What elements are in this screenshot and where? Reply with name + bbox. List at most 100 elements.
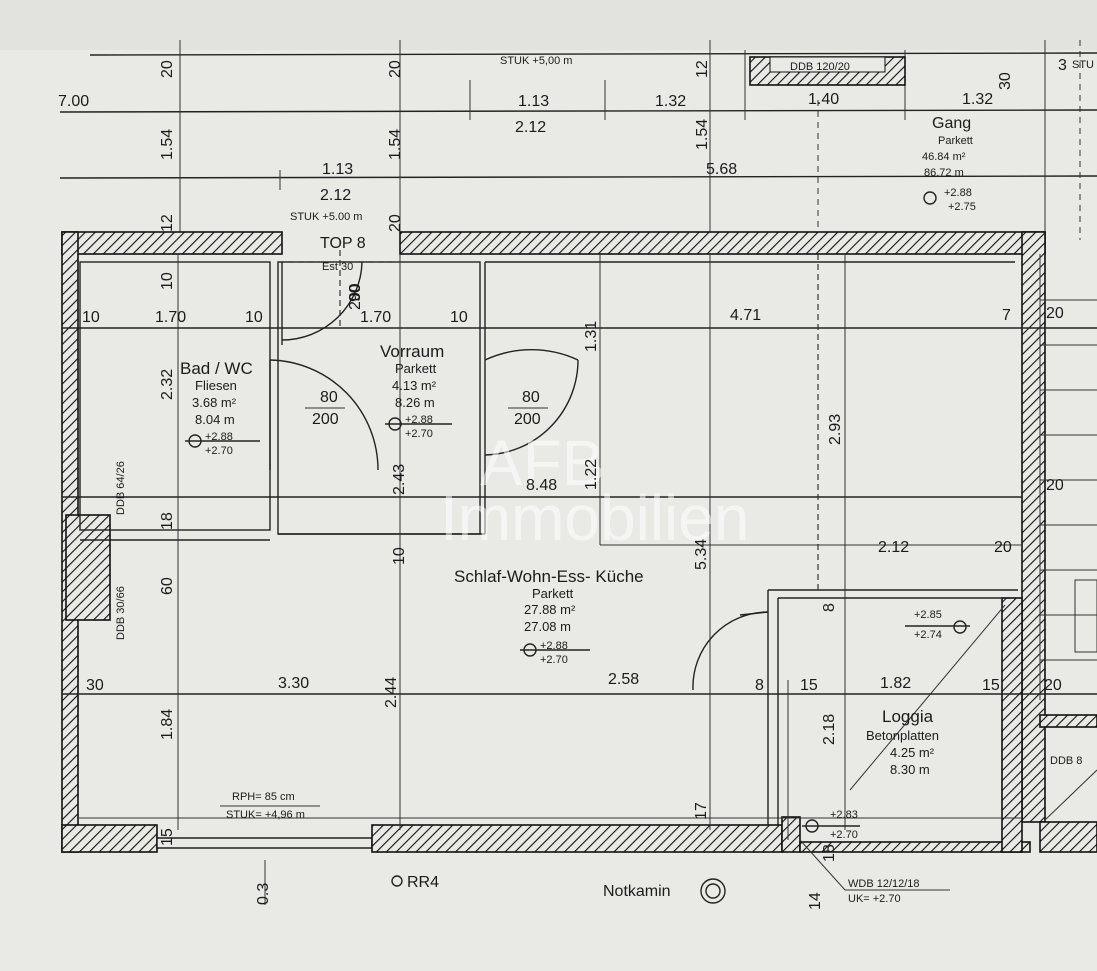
door-labels: 80 200 80 200 8.48 (305, 389, 557, 494)
svg-text:3.68 m²: 3.68 m² (192, 395, 237, 410)
svg-text:Betonplatten: Betonplatten (866, 728, 939, 743)
svg-text:+2.70: +2.70 (205, 445, 233, 457)
svg-text:17: 17 (693, 802, 710, 820)
svg-text:200: 200 (514, 411, 541, 428)
svg-text:20: 20 (159, 60, 176, 78)
svg-text:1.70: 1.70 (155, 309, 186, 326)
svg-text:2.12: 2.12 (515, 119, 546, 136)
svg-text:18: 18 (821, 844, 838, 862)
room-vorraum: Vorraum Parkett 4.13 m² 8.26 m +2.88 +2.… (380, 342, 452, 440)
svg-text:20: 20 (1046, 305, 1064, 322)
svg-text:20: 20 (387, 60, 404, 78)
svg-text:20: 20 (994, 539, 1012, 556)
room-main-living: Schlaf-Wohn-Ess- Küche Parkett 27.88 m² … (454, 567, 644, 666)
svg-text:+2.88: +2.88 (540, 640, 568, 652)
bottom-labels: RPH= 85 cm STUK= +4,96 m 15 RR4 Notkamin… (159, 791, 950, 910)
top-dimension-lines (59, 40, 1097, 240)
svg-text:90: 90 (347, 284, 364, 302)
svg-text:Parkett: Parkett (532, 586, 574, 601)
svg-text:Parkett: Parkett (938, 135, 973, 147)
svg-text:12: 12 (159, 214, 176, 232)
svg-text:+2.70: +2.70 (540, 654, 568, 666)
svg-text:10: 10 (450, 309, 468, 326)
svg-text:UK= +2.70: UK= +2.70 (848, 893, 901, 905)
svg-text:+2.74: +2.74 (914, 629, 942, 641)
svg-text:7: 7 (1002, 307, 1011, 324)
svg-text:DDB 30/66: DDB 30/66 (115, 586, 127, 640)
svg-text:STU: STU (1072, 59, 1094, 71)
svg-text:15: 15 (982, 677, 1000, 694)
room-bad-wc: Bad / WC Fliesen 3.68 m² 8.04 m +2.88 +2… (180, 359, 260, 457)
interior-dimension-lines (62, 240, 1097, 905)
svg-text:4.13 m²: 4.13 m² (392, 378, 437, 393)
svg-text:DDB 64/26: DDB 64/26 (115, 461, 127, 515)
svg-text:Loggia: Loggia (882, 707, 934, 726)
svg-text:Vorraum: Vorraum (380, 342, 444, 361)
svg-text:WDB 12/12/18: WDB 12/12/18 (848, 878, 920, 890)
svg-text:0.3: 0.3 (255, 883, 272, 905)
svg-text:1.22: 1.22 (583, 459, 600, 490)
svg-text:10: 10 (159, 272, 176, 290)
svg-text:RPH= 85 cm: RPH= 85 cm (232, 791, 295, 803)
interior-dimension-labels: 10 1.70 10 1.70 10 4.71 7 20 10 90 200 1… (82, 272, 1064, 820)
svg-text:8.04 m: 8.04 m (195, 412, 235, 427)
doors (269, 261, 769, 691)
svg-text:Bad / WC: Bad / WC (180, 359, 253, 378)
svg-text:1.32: 1.32 (655, 93, 686, 110)
svg-text:46.84 m²: 46.84 m² (922, 151, 966, 163)
svg-text:+2.85: +2.85 (914, 609, 942, 621)
svg-text:1.13: 1.13 (322, 161, 353, 178)
svg-text:+2.88: +2.88 (405, 414, 433, 426)
svg-text:8.30 m: 8.30 m (890, 762, 930, 777)
svg-text:8.48: 8.48 (526, 477, 557, 494)
svg-text:Fliesen: Fliesen (195, 378, 237, 393)
svg-text:STUK +5,00 m: STUK +5,00 m (500, 55, 572, 67)
svg-text:10: 10 (245, 309, 263, 326)
svg-text:15: 15 (159, 828, 176, 846)
top-dimension-labels: 20 20 STUK +5,00 m 12 DDB 120/20 30 3 ST… (58, 55, 1094, 273)
svg-text:2.12: 2.12 (320, 187, 351, 204)
svg-text:+2.75: +2.75 (948, 201, 976, 213)
svg-text:8.26 m: 8.26 m (395, 395, 435, 410)
walls (61, 231, 1097, 853)
svg-text:14: 14 (807, 892, 824, 910)
svg-text:DDB 120/20: DDB 120/20 (790, 61, 850, 73)
svg-text:200: 200 (347, 283, 364, 310)
svg-text:20: 20 (387, 214, 404, 232)
svg-text:80: 80 (320, 389, 338, 406)
svg-text:1.54: 1.54 (694, 119, 711, 150)
svg-text:3: 3 (1058, 57, 1067, 74)
svg-text:Schlaf-Wohn-Ess- Küche: Schlaf-Wohn-Ess- Küche (454, 567, 644, 586)
svg-text:5.34: 5.34 (693, 539, 710, 570)
room-loggia: Loggia Betonplatten 4.25 m² 8.30 m +2.85… (802, 609, 970, 841)
svg-text:86.72 m: 86.72 m (924, 167, 964, 179)
svg-text:1.84: 1.84 (159, 709, 176, 740)
svg-text:27.88 m²: 27.88 m² (524, 602, 576, 617)
watermark: AFB Immobilien (440, 427, 749, 554)
svg-text:3.30: 3.30 (278, 675, 309, 692)
svg-text:2.32: 2.32 (159, 369, 176, 400)
svg-text:+2.83: +2.83 (830, 809, 858, 821)
svg-text:TOP 8: TOP 8 (320, 235, 366, 252)
svg-text:Gang: Gang (932, 115, 971, 132)
svg-text:+2.70: +2.70 (405, 428, 433, 440)
svg-text:5.68: 5.68 (706, 161, 737, 178)
svg-text:1.31: 1.31 (583, 321, 600, 352)
svg-text:30: 30 (997, 72, 1014, 90)
svg-text:20: 20 (1046, 477, 1064, 494)
svg-text:1.40: 1.40 (808, 91, 839, 108)
svg-text:8: 8 (755, 677, 764, 694)
svg-text:4.25 m²: 4.25 m² (890, 745, 935, 760)
svg-text:15: 15 (800, 677, 818, 694)
svg-text:10: 10 (391, 547, 408, 565)
svg-text:4.71: 4.71 (730, 307, 761, 324)
svg-text:18: 18 (159, 512, 176, 530)
svg-text:Immobilien: Immobilien (440, 482, 749, 554)
svg-text:+2.70: +2.70 (830, 829, 858, 841)
svg-text:2.43: 2.43 (391, 464, 408, 495)
svg-text:AFB: AFB (480, 427, 604, 499)
svg-text:Parkett: Parkett (395, 361, 437, 376)
svg-text:60: 60 (159, 577, 176, 595)
svg-text:DDB 8: DDB 8 (1050, 755, 1082, 767)
svg-text:1.13: 1.13 (518, 93, 549, 110)
